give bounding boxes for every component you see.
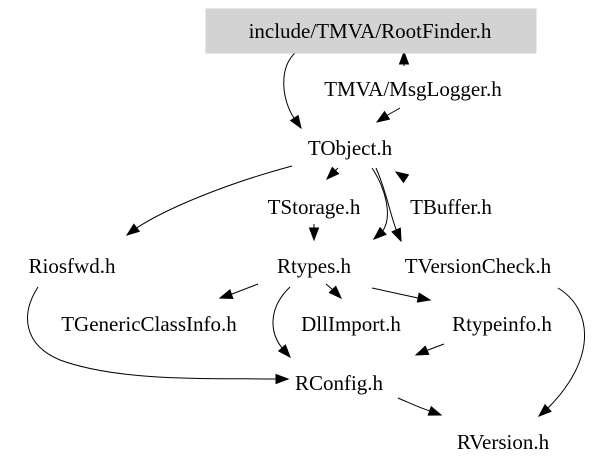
node-label: TBuffer.h (410, 195, 492, 219)
root-node-box (205, 8, 537, 54)
edge-tstorage-to-rtypes (308, 224, 320, 242)
node-label: TObject.h (308, 136, 393, 160)
edge-line (283, 51, 297, 119)
nodes-layer: include/TMVA/RootFinder.hTMVA/MsgLogger.… (29, 8, 552, 454)
edge-tobject-to-tversioncheck (375, 167, 402, 243)
node-dllimport: DllImport.h (301, 312, 401, 336)
node-label: TStorage.h (268, 195, 361, 219)
node-tgenericclassinfo: TGenericClassInfo.h (61, 312, 237, 336)
edge-tversioncheck-to-rversion (537, 287, 586, 417)
node-rootfinder: include/TMVA/RootFinder.h (205, 8, 537, 54)
node-label: include/TMVA/RootFinder.h (249, 19, 492, 43)
node-rtypeinfo: Rtypeinfo.h (452, 312, 552, 336)
edge-arrowhead (308, 227, 320, 242)
node-riosfwd: Riosfwd.h (29, 254, 116, 278)
edge-line (397, 397, 431, 412)
node-rconfig: RConfig.h (295, 371, 384, 395)
edge-arrowhead (391, 227, 402, 243)
edge-line (371, 287, 419, 299)
edge-line (426, 343, 445, 351)
node-label: TGenericClassInfo.h (61, 312, 237, 336)
edge-arrowhead (218, 289, 234, 299)
edge-arrowhead (375, 110, 391, 123)
edge-msglogger-to-tobject (375, 107, 401, 123)
node-label: TVersionCheck.h (405, 254, 552, 278)
node-rtypes: Rtypes.h (277, 254, 352, 278)
edge-line (325, 283, 334, 291)
edge-rconfig-to-rversion (397, 397, 443, 416)
edge-arrowhead (328, 285, 342, 300)
edge-tobject-to-riosfwd (125, 165, 293, 236)
edge-tobject-to-tstorage (325, 166, 340, 181)
node-label: RVersion.h (457, 430, 550, 454)
node-label: Riosfwd.h (29, 254, 116, 278)
node-label: Rtypeinfo.h (452, 312, 552, 336)
edge-arrowhead (372, 226, 387, 240)
node-label: TMVA/MsgLogger.h (324, 77, 502, 101)
edge-rtypes-to-tgenericclassinfo (218, 283, 259, 299)
edge-rootfinder-to-msglogger (398, 50, 410, 66)
edge-line (134, 165, 293, 230)
edge-arrowhead (394, 171, 410, 184)
edge-line (272, 286, 291, 349)
edge-line (27, 286, 277, 380)
edge-arrowhead (277, 344, 291, 359)
node-tstorage: TStorage.h (268, 195, 361, 219)
edge-rtypes-to-rconfig (272, 286, 291, 359)
edge-arrowhead (325, 166, 340, 181)
edge-arrowhead (125, 223, 141, 236)
edge-rtypes-to-dllimport (325, 283, 342, 300)
edge-tobject-to-rtypes (371, 167, 388, 240)
edge-arrowhead (414, 345, 430, 356)
edge-riosfwd-to-rconfig (27, 286, 290, 385)
edge-line (547, 287, 586, 409)
node-rversion: RVersion.h (457, 430, 550, 454)
node-tbuffer: TBuffer.h (410, 195, 492, 219)
edge-arrowhead (537, 403, 552, 417)
node-label: Rtypes.h (277, 254, 352, 278)
edges-layer (27, 50, 586, 417)
edge-arrowhead (416, 292, 432, 303)
node-msglogger: TMVA/MsgLogger.h (324, 77, 502, 101)
edge-rtypeinfo-to-rconfig (414, 343, 445, 356)
edge-rtypes-to-rtypeinfo (371, 287, 432, 303)
edge-arrowhead (289, 114, 302, 130)
edge-line (385, 107, 401, 117)
edge-rootfinder-to-tobject (283, 51, 302, 130)
edge-line (231, 283, 259, 295)
node-label: DllImport.h (301, 312, 401, 336)
edge-arrowhead (275, 373, 290, 385)
node-tobject: TObject.h (308, 136, 393, 160)
node-label: RConfig.h (295, 371, 384, 395)
node-tversioncheck: TVersionCheck.h (405, 254, 552, 278)
edge-arrowhead (427, 405, 443, 416)
edge-tobject-to-tbuffer (394, 171, 410, 184)
edge-arrowhead (398, 50, 410, 65)
